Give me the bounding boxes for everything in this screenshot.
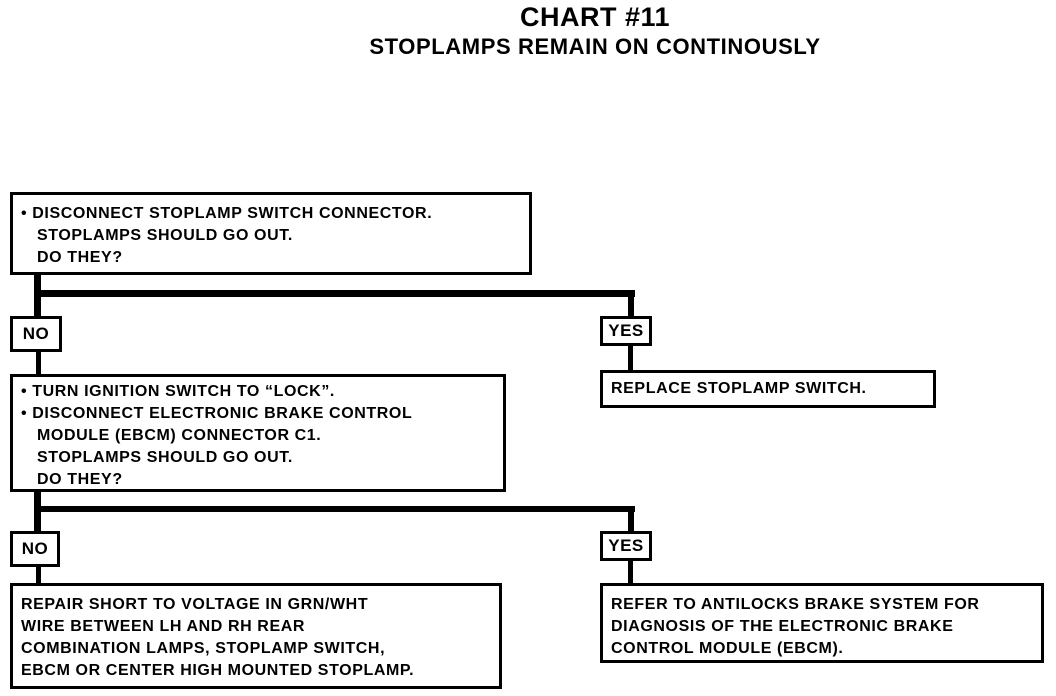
connector-step2-yes-drop (628, 506, 634, 532)
result-line: REPLACE STOPLAMP SWITCH. (611, 380, 867, 397)
connector-yes1-to-result1 (628, 343, 633, 373)
result-line: REFER TO ANTILOCKS BRAKE SYSTEM FOR (611, 596, 980, 613)
step-2-line: • DISCONNECT ELECTRONIC BRAKE CONTROL (21, 405, 413, 422)
result-box-replace-switch: REPLACE STOPLAMP SWITCH. (600, 370, 936, 408)
step-2-line: • TURN IGNITION SWITCH TO “LOCK”. (21, 383, 335, 400)
connector-no2-to-result2 (36, 565, 41, 585)
yes-label-1: YES (600, 316, 652, 346)
result-line: EBCM OR CENTER HIGH MOUNTED STOPLAMP. (21, 662, 415, 679)
result-line: CONTROL MODULE (EBCM). (611, 640, 844, 657)
connector-step2-branch (34, 506, 635, 512)
connector-no1-to-step2 (36, 350, 41, 376)
step-2-line: DO THEY? (37, 471, 123, 488)
step-2-line: STOPLAMPS SHOULD GO OUT. (37, 449, 293, 466)
step-2-line: MODULE (EBCM) CONNECTOR C1. (37, 427, 322, 444)
connector-step1-yes-drop (628, 290, 634, 320)
connector-step1-branch (34, 290, 635, 297)
step-1-line: • DISCONNECT STOPLAMP SWITCH CONNECTOR. (21, 205, 433, 222)
yes-label-2: YES (600, 531, 652, 561)
chart-title: CHART #11 (519, 2, 671, 32)
connector-yes2-to-result3 (628, 559, 633, 585)
no-label-1: NO (10, 316, 62, 352)
chart-subtitle: STOPLAMPS REMAIN ON CONTINOUSLY (369, 34, 821, 59)
result-box-repair-short: REPAIR SHORT TO VOLTAGE IN GRN/WHT WIRE … (10, 583, 502, 689)
step-box-1: • DISCONNECT STOPLAMP SWITCH CONNECTOR. … (10, 192, 532, 275)
connector-step1-down (34, 274, 41, 320)
no-label-2: NO (10, 531, 60, 567)
connector-step2-down (34, 490, 41, 535)
result-box-refer-abs: REFER TO ANTILOCKS BRAKE SYSTEM FOR DIAG… (600, 583, 1044, 663)
result-line: DIAGNOSIS OF THE ELECTRONIC BRAKE (611, 618, 954, 635)
result-line: REPAIR SHORT TO VOLTAGE IN GRN/WHT (21, 596, 369, 613)
step-box-2: • TURN IGNITION SWITCH TO “LOCK”. • DISC… (10, 374, 506, 492)
step-1-line: STOPLAMPS SHOULD GO OUT. (37, 227, 293, 244)
result-line: WIRE BETWEEN LH AND RH REAR (21, 618, 306, 635)
result-line: COMBINATION LAMPS, STOPLAMP SWITCH, (21, 640, 386, 657)
step-1-line: DO THEY? (37, 249, 123, 266)
